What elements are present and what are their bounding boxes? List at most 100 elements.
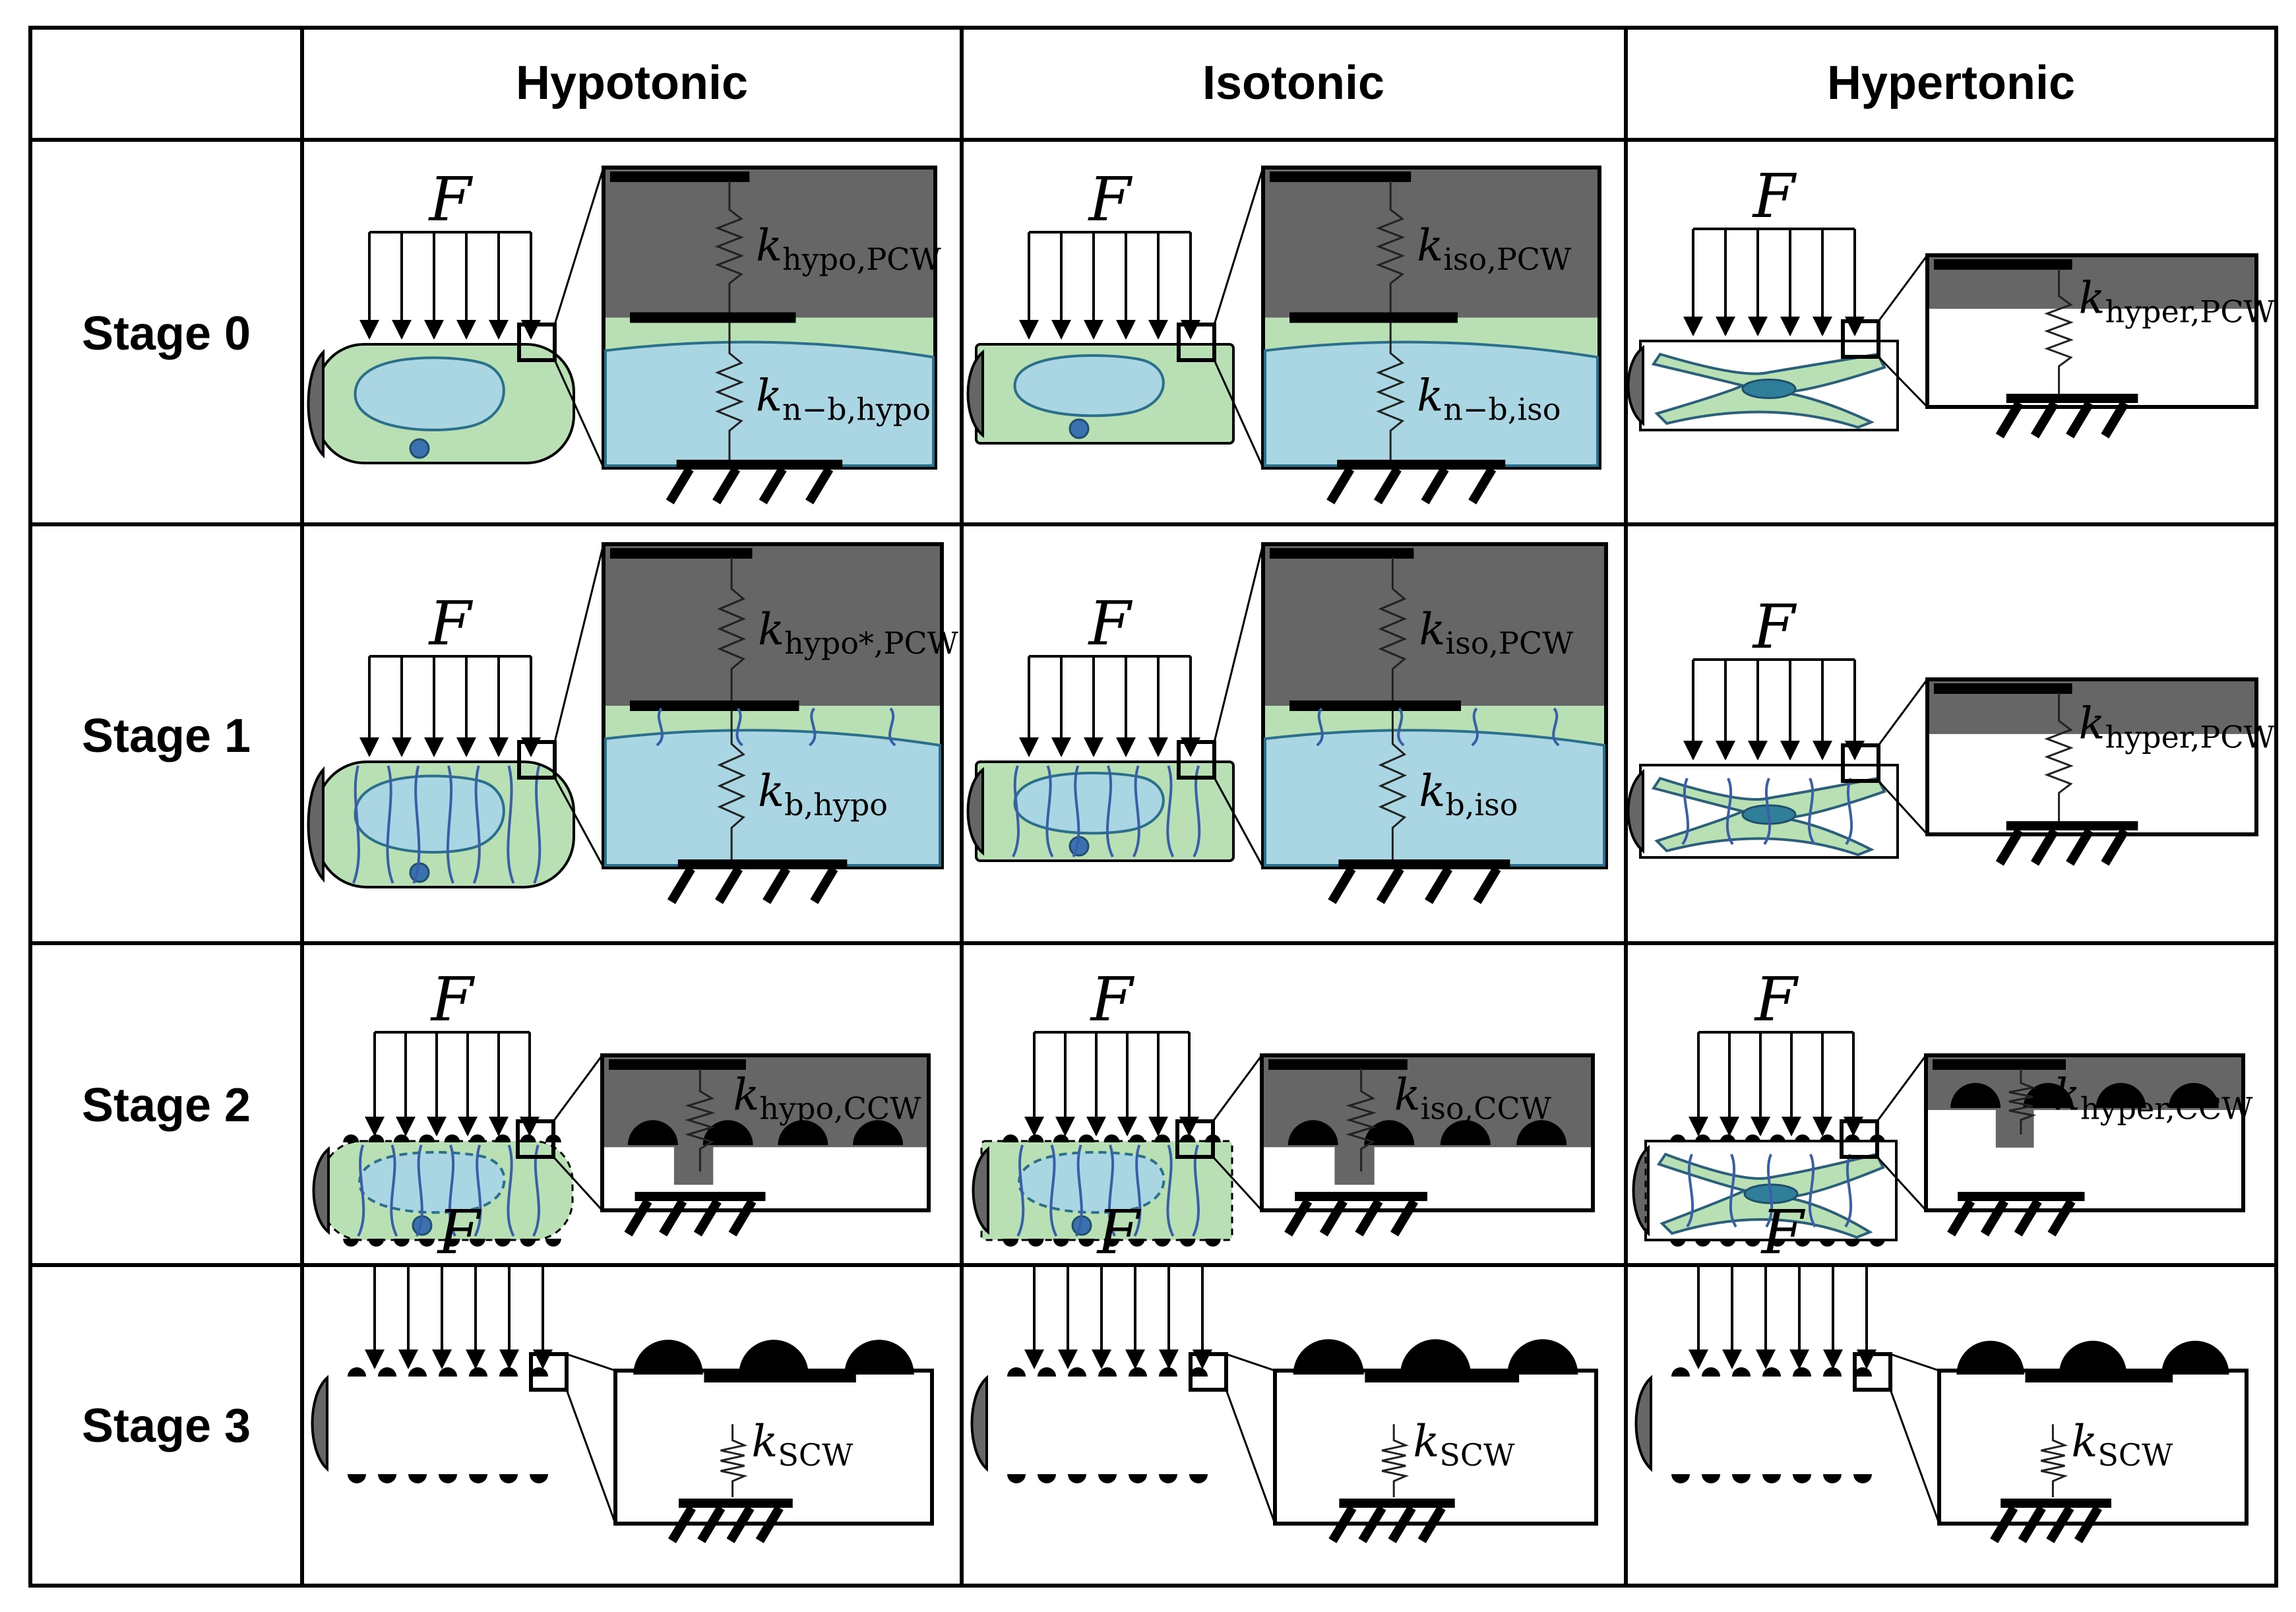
ground-hatch	[726, 1505, 755, 1543]
zoom-connector	[553, 359, 605, 468]
cell-end-cap	[1627, 768, 1644, 854]
zoom-connector	[566, 1353, 616, 1372]
ground-bar	[2006, 821, 2138, 830]
secondary-wall-granule	[1098, 1367, 1117, 1377]
ground-hatch	[1980, 1198, 2008, 1237]
zoom-connector	[552, 1055, 604, 1122]
ground-hatch	[2066, 400, 2094, 439]
cell-end-cap	[966, 349, 984, 439]
spring-icon	[1346, 1069, 1377, 1172]
ground-bar	[1339, 1499, 1455, 1508]
secondary-wall-granule	[1293, 1339, 1364, 1375]
secondary-wall-granule	[1762, 1367, 1781, 1377]
top-plate	[1268, 1059, 1408, 1070]
ground-hatch	[2018, 1505, 2046, 1543]
secondary-wall-granule	[844, 1340, 914, 1375]
cellulose-fiber	[386, 765, 394, 884]
ground-hatch	[2030, 828, 2059, 866]
spring-constant-subscript: n−b,hypo	[782, 392, 931, 427]
secondary-wall-granule	[2059, 1340, 2127, 1375]
zoom-connector	[553, 167, 605, 325]
zoom-box	[516, 1119, 555, 1159]
wall-granule	[368, 1134, 385, 1142]
zoom-box	[1189, 1352, 1228, 1392]
wall-granule	[778, 1120, 828, 1146]
vacuole	[1017, 1151, 1165, 1214]
wall-granule	[1179, 1239, 1196, 1247]
cell-end-cap	[1634, 1375, 1652, 1472]
cellulose-fiber	[446, 765, 454, 884]
ground-bar	[676, 460, 843, 469]
secondary-wall-granule	[1129, 1367, 1147, 1377]
ground-hatch	[762, 866, 791, 904]
zoom-connector	[1877, 255, 1929, 322]
nucleus	[409, 862, 430, 883]
diagram-cells: Fkhypo,PCWkn−b,hypoFkiso,PCWkn−b,isoFkhy…	[307, 161, 2276, 1543]
force-label: F	[1088, 164, 1133, 235]
cellulose-fiber	[357, 1144, 365, 1237]
ground-hatch	[697, 1505, 726, 1543]
ground-hatch	[1947, 1198, 1975, 1237]
ground-hatch	[1319, 1198, 1348, 1237]
spring-constant-subscript: b,iso	[1445, 787, 1518, 822]
spring-icon	[714, 181, 745, 313]
wall-granule	[393, 1239, 410, 1247]
secondary-wall-granule	[1189, 1367, 1208, 1377]
wall-granule	[1053, 1239, 1069, 1247]
top-plate	[609, 1059, 746, 1070]
ground-hatch	[1421, 466, 1449, 505]
spring-constant-subscript: SCW	[1439, 1437, 1515, 1473]
vacuole-layer	[604, 340, 935, 467]
spring-icon	[2008, 1069, 2037, 1134]
secondary-wall-granule	[1671, 1474, 1690, 1483]
wall-granule	[1053, 1134, 1069, 1142]
spring-icon	[714, 323, 744, 461]
wall-granule	[1844, 1134, 1861, 1142]
secondary-wall-granule	[1068, 1474, 1086, 1483]
top-plate	[1270, 171, 1412, 182]
force-label: F	[430, 964, 476, 1035]
ground-hatch	[755, 1505, 784, 1543]
secondary-wall-granule	[469, 1367, 487, 1377]
zoom-connector	[553, 543, 605, 743]
top-plate	[1934, 683, 2072, 694]
wall-granule	[1819, 1239, 1836, 1247]
header-hypotonic: Hypotonic	[516, 57, 748, 109]
zoom-connector	[1225, 1389, 1276, 1524]
cellulose-fiber	[448, 1144, 456, 1237]
spring-icon	[1378, 557, 1408, 700]
zoom-box	[1840, 1119, 1879, 1159]
ground-bar	[1338, 859, 1510, 869]
nucleus	[1069, 418, 1090, 439]
secondary-wall-granule	[1007, 1367, 1026, 1377]
top-plate	[1934, 259, 2072, 270]
zoom-connector	[553, 777, 605, 868]
secondary-wall-granule	[1068, 1367, 1086, 1377]
force-label: F	[428, 588, 474, 659]
spring-constant-subscript: SCW	[2097, 1437, 2173, 1473]
ground-hatch	[759, 466, 787, 505]
zoom-box	[1841, 319, 1880, 359]
vacuole-layer	[1264, 340, 1599, 467]
ground-hatch	[659, 1198, 687, 1237]
wall-granule	[469, 1134, 485, 1142]
cellulose-fiber	[1192, 1144, 1200, 1237]
cellulose-fiber	[1845, 778, 1853, 846]
secondary-wall-granule	[1038, 1474, 1056, 1483]
secondary-wall-granule	[1400, 1339, 1472, 1375]
secondary-wall-granule	[1159, 1474, 1177, 1483]
vacuole	[357, 1151, 506, 1214]
wall-granule	[1103, 1134, 1120, 1142]
zoom-box	[517, 323, 557, 362]
force-label: F	[428, 164, 474, 235]
ground-hatch	[1995, 400, 2024, 439]
secondary-wall-granule	[499, 1474, 518, 1483]
wall-granule	[520, 1239, 536, 1247]
cellulose-fiber	[1193, 765, 1201, 857]
secondary-wall-granule	[739, 1340, 809, 1375]
